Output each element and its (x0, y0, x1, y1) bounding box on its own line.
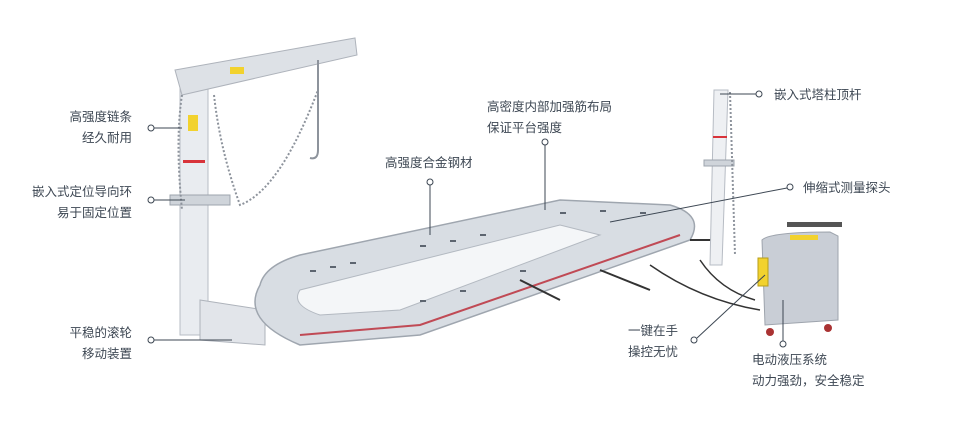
callout-guide-ring-line1: 嵌入式定位导向环 (31, 184, 132, 199)
callout-remote-line2: 操控无忧 (628, 344, 679, 359)
callout-rollers-line2: 移动装置 (81, 346, 132, 361)
callout-tower-top: 嵌入式塔柱顶杆 (774, 84, 862, 105)
callout-rollers: 平稳的滚轮 移动装置 (69, 322, 132, 364)
callout-probe: 伸缩式测量探头 (803, 177, 891, 198)
callout-remote: 一键在手 操控无忧 (628, 320, 678, 362)
callout-alloy-steel-line1: 高强度合金钢材 (385, 155, 473, 170)
platform (254, 199, 720, 346)
callout-probe-line1: 伸缩式测量探头 (803, 180, 891, 195)
callout-tower-top-line1: 嵌入式塔柱顶杆 (774, 87, 862, 102)
hydraulic-unit (649, 222, 842, 336)
callout-remote-line1: 一键在手 (628, 323, 679, 338)
callout-alloy-steel: 高强度合金钢材 (385, 152, 473, 173)
callout-guide-ring-line2: 易于固定位置 (56, 205, 132, 220)
right-tower (703, 89, 736, 266)
callout-ribs: 高密度内部加强筋布局 保证平台强度 (487, 96, 612, 138)
callout-ribs-line1: 高密度内部加强筋布局 (487, 99, 613, 114)
left-tower (169, 37, 358, 346)
callout-rollers-line1: 平稳的滚轮 (69, 325, 132, 340)
callout-guide-ring: 嵌入式定位导向环 易于固定位置 (32, 181, 132, 223)
callout-chain: 高强度链条 经久耐用 (69, 106, 132, 148)
callout-hydraulic: 电动液压系统 动力强劲，安全稳定 (752, 349, 865, 391)
callout-hydraulic-line1: 电动液压系统 (752, 352, 828, 367)
callout-hydraulic-line2: 动力强劲，安全稳定 (752, 373, 865, 388)
callout-chain-line1: 高强度链条 (69, 109, 132, 124)
leader-lines (147, 90, 794, 348)
callout-ribs-line2: 保证平台强度 (487, 120, 563, 135)
callout-chain-line2: 经久耐用 (81, 130, 132, 145)
